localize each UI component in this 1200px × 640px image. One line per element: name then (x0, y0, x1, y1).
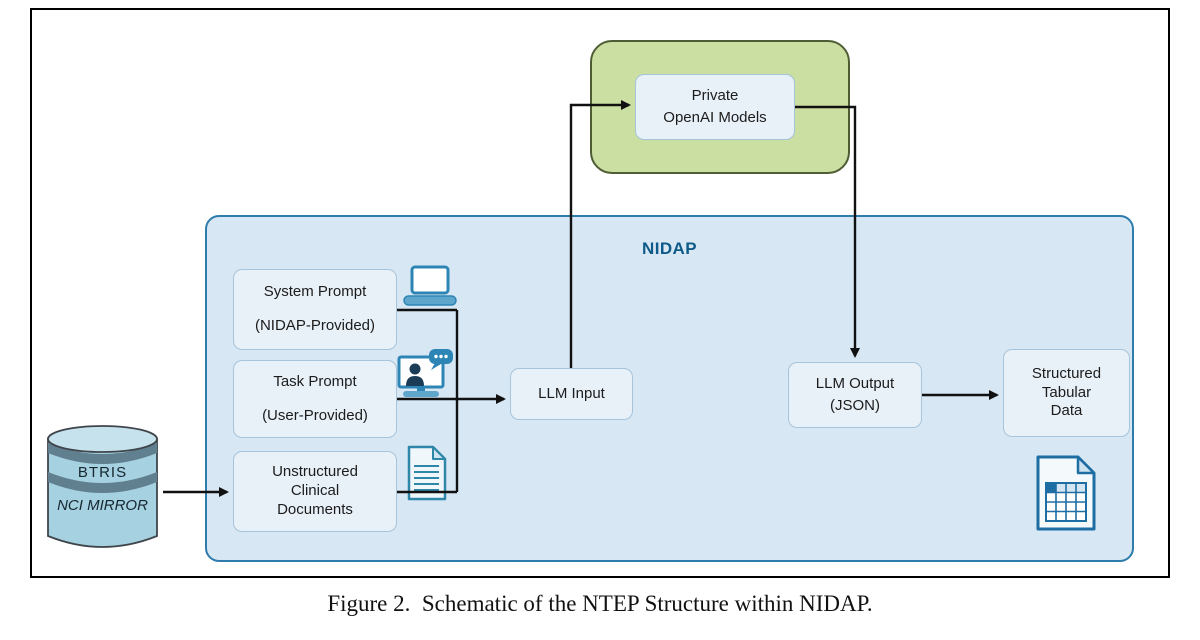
system-prompt-line1: System Prompt (263, 283, 367, 301)
laptop-icon (403, 265, 457, 306)
private-openai-models-box: Private OpenAI Models (635, 74, 795, 140)
unstructured-documents-box: Unstructured Clinical Documents (233, 451, 397, 532)
database-icon: BTRIS NCI MIRROR (47, 425, 158, 548)
system-prompt-box: System Prompt (NIDAP-Provided) (233, 269, 397, 350)
nidap-title: NIDAP (642, 239, 697, 258)
task-prompt-line1: Task Prompt (273, 372, 357, 390)
task-prompt-line2: (User-Provided) (262, 406, 368, 424)
spreadsheet-icon (1036, 455, 1096, 531)
llm-output-box: LLM Output (JSON) (788, 362, 922, 428)
llm-output-line2: (JSON) (830, 396, 880, 414)
task-prompt-box: Task Prompt (User-Provided) (233, 360, 397, 438)
figure-caption: Figure 2. Schematic of the NTEP Structur… (327, 591, 873, 616)
structured-line1: Structured (1031, 364, 1102, 382)
database-label-btris: BTRIS (78, 464, 127, 481)
structured-line3: Data (1050, 402, 1083, 420)
private-models-line1: Private (691, 86, 739, 104)
structured-line2: Tabular (1041, 383, 1092, 401)
llm-input-box: LLM Input (510, 368, 633, 420)
unstructured-line1: Unstructured (272, 463, 358, 481)
document-icon (407, 445, 447, 501)
unstructured-line2: Clinical (290, 482, 340, 500)
unstructured-line3: Documents (277, 500, 353, 518)
database-label-nci-mirror: NCI MIRROR (57, 497, 148, 514)
llm-input-label: LLM Input (538, 384, 605, 402)
structured-tabular-data-box: Structured Tabular Data (1003, 349, 1130, 437)
system-prompt-line2: (NIDAP-Provided) (254, 317, 376, 334)
private-models-line2: OpenAI Models (663, 108, 767, 126)
video-call-icon (397, 349, 453, 397)
llm-output-line1: LLM Output (815, 374, 895, 392)
